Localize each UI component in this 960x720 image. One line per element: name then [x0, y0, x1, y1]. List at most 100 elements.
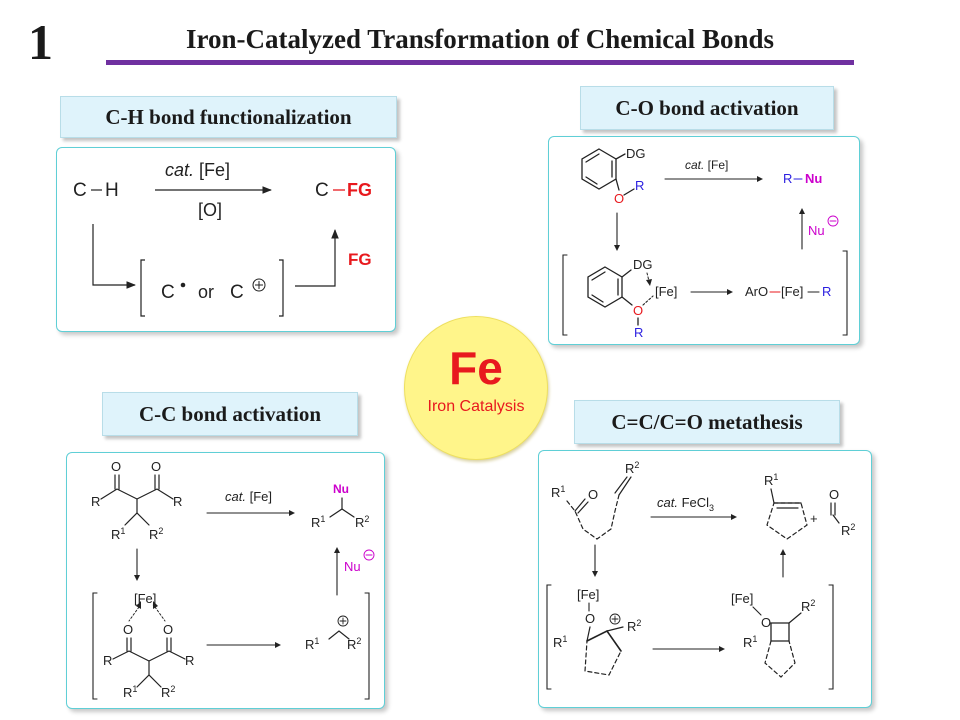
met-main-arrowhead	[731, 514, 737, 520]
met-prod-r1-bond	[770, 488, 775, 504]
cc-top-r2-sup: 2	[158, 526, 163, 536]
co-int-aro: ArO	[745, 284, 768, 299]
cc-nu-reagent: Nu	[344, 559, 361, 574]
co-o-fe-bond	[642, 295, 654, 306]
met-int-a-r1-sup: 1	[562, 634, 567, 644]
ch-cation-carbon: C	[230, 282, 244, 303]
met-prod-r2: R2	[841, 522, 855, 538]
met-catalyst-sub: 3	[709, 503, 714, 513]
met-mid-arrowhead	[719, 646, 725, 652]
co-dg-fe-coord	[646, 272, 650, 282]
co-top-dg-bond	[615, 153, 626, 160]
met-sub-r2-letter: R	[625, 461, 634, 476]
met-panel: R2 R1 O cat. FeCl3 R1 + O R2 [F	[538, 450, 872, 708]
co-scheme: DG O R cat. [Fe] R Nu Nu DG [Fe	[562, 146, 848, 340]
cc-cation-r1-sup: 1	[314, 636, 319, 646]
cc-catalyst-label: cat. [Fe]	[225, 489, 272, 504]
ch-radical-carbon: C	[161, 282, 175, 303]
cc-prod-r1-sup: 1	[320, 514, 325, 524]
cc-nu-charge	[363, 549, 375, 561]
ch-right-bracket	[279, 259, 284, 317]
met-sub-co-b	[577, 501, 589, 514]
cc-down-arrowhead	[134, 575, 140, 581]
met-int-b-o: O	[761, 615, 771, 630]
fe-symbol: Fe	[449, 342, 503, 394]
cc-fe-o2-head	[153, 601, 158, 609]
cc-prod-r2: R2	[355, 514, 369, 530]
cc-bot-r-left: R	[103, 653, 112, 668]
met-prod-r1: R1	[764, 472, 778, 488]
iron-catalysis-badge: Fe Iron Catalysis	[404, 316, 548, 460]
cc-top-branch	[124, 512, 150, 526]
ch-radical-dot	[180, 282, 186, 288]
co-left-bracket	[562, 254, 568, 336]
co-bot-fe: [Fe]	[655, 284, 677, 299]
co-catalyst-italic: cat.	[685, 158, 704, 172]
met-sub-co-a	[574, 498, 586, 512]
met-prod-o: O	[829, 487, 839, 502]
co-bot-o-bond	[621, 296, 633, 306]
cc-up-arrowhead	[334, 547, 340, 553]
ch-down-path	[92, 224, 136, 289]
cc-prod-branch	[329, 508, 355, 518]
met-int-a-o-c	[586, 626, 591, 642]
cc-left-bracket	[92, 592, 98, 700]
ch-scheme: C H cat. [Fe] [O] C FG FG C or C	[73, 160, 372, 317]
slide-number: 1	[28, 14, 53, 70]
met-prod-r1-letter: R	[764, 473, 773, 488]
met-int-a-solid	[586, 629, 622, 652]
co-top-benzene	[581, 148, 617, 190]
ch-left-bracket	[140, 259, 145, 317]
met-prod-r1-sup: 1	[773, 472, 778, 482]
co-panel: DG O R cat. [Fe] R Nu Nu DG [Fe	[548, 136, 860, 345]
ch-cation-charge	[252, 278, 266, 292]
cc-bot-branch	[136, 674, 162, 688]
met-sub-alkene-a	[618, 476, 632, 496]
ch-up-path	[295, 229, 339, 287]
met-int-a-ring	[584, 630, 622, 676]
co-label: C-O bond activation	[580, 86, 834, 130]
co-bot-o: O	[633, 303, 643, 318]
ch-catalyst-italic: cat.	[165, 160, 194, 180]
cc-bot-r2: R2	[161, 684, 175, 700]
co-bot-db2	[591, 294, 604, 303]
co-top-db1	[585, 153, 600, 163]
cc-cation-r1-letter: R	[305, 637, 314, 652]
co-up-arrowhead	[799, 208, 805, 214]
co-bot-db1	[591, 271, 606, 281]
cc-fe-o1-head	[136, 601, 141, 609]
cc-top-r2: R2	[149, 526, 163, 542]
met-int-a-r2-letter: R	[627, 619, 636, 634]
co-top-r: R	[635, 178, 644, 193]
co-main-arrowhead	[757, 176, 763, 182]
met-int-b-r2-sup: 2	[810, 598, 815, 608]
met-prod-r2-sup: 2	[850, 522, 855, 532]
co-prod-r: R	[783, 171, 792, 186]
co-nu-charge	[827, 215, 839, 227]
cc-bot-r1: R1	[123, 684, 137, 700]
met-prod-aldehyde	[832, 514, 840, 524]
met-int-b-r2-letter: R	[801, 599, 810, 614]
cc-bot-o2: O	[163, 622, 173, 637]
cc-fe: [Fe]	[134, 591, 156, 606]
cc-cation-charge	[337, 615, 349, 627]
met-int-a-r1: R1	[553, 634, 567, 650]
cc-fe-o1-coord	[128, 606, 140, 622]
met-left-bracket	[546, 584, 552, 690]
met-catalyst-label: cat. FeCl3	[657, 495, 714, 513]
ch-start-carbon: C	[73, 180, 87, 201]
met-int-a-r1-letter: R	[553, 635, 562, 650]
cc-prod-r2-sup: 2	[364, 514, 369, 524]
met-int-b-r1-letter: R	[743, 635, 752, 650]
met-down-arrowhead	[592, 571, 598, 577]
met-int-a-chain	[606, 626, 624, 632]
co-right-bracket	[842, 250, 848, 336]
cc-cation-r2: R2	[347, 636, 361, 652]
cc-catalyst-italic: cat.	[225, 489, 246, 504]
co-dg-fe-arrowhead	[646, 279, 652, 286]
fe-caption: Iron Catalysis	[427, 398, 525, 415]
ch-label: C-H bond functionalization	[60, 96, 397, 138]
met-int-a-r2-sup: 2	[636, 618, 641, 628]
cc-prod-r2-letter: R	[355, 515, 364, 530]
co-bot-dg-bond	[621, 269, 632, 278]
